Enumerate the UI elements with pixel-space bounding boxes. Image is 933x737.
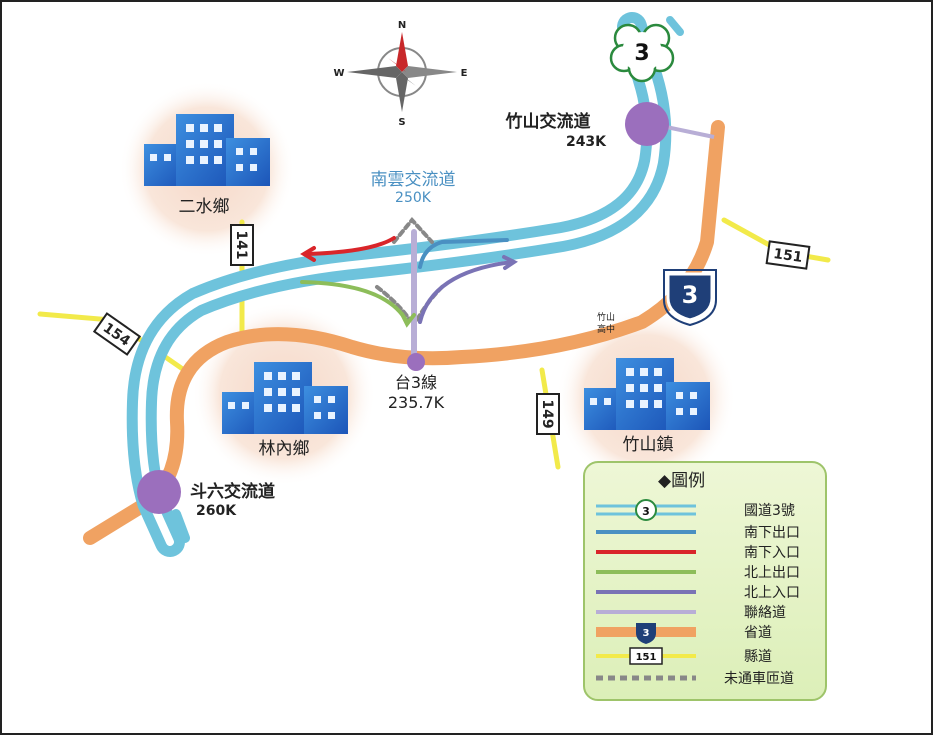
legend-county-shield-number: 151	[636, 652, 657, 663]
legend-label-freeway: 國道3號	[744, 503, 795, 519]
legend-swatch-provincial: 3	[596, 623, 696, 644]
county-shield-141-number: 141	[233, 230, 249, 259]
legend-label-unopened: 未通車匝道	[724, 670, 794, 687]
legend-label-provincial: 省道	[744, 625, 772, 641]
place-zhushan-high-1: 竹山	[597, 311, 615, 323]
zhushan-interchange-km: 243K	[566, 134, 607, 150]
compass-rose: N S W E	[333, 20, 467, 128]
compass-e: E	[461, 68, 468, 79]
unopened-ramp	[392, 216, 434, 244]
douliu-interchange-km: 260K	[196, 503, 237, 519]
place-zhushan-high-2: 高中	[597, 323, 615, 335]
freeway-3-number: 3	[634, 41, 649, 66]
legend-title: ◆圖例	[658, 471, 705, 491]
county-shield-149[interactable]: 149	[536, 393, 560, 435]
legend-label-southbound-entrance: 南下入口	[744, 545, 800, 561]
compass-w: W	[333, 68, 344, 79]
douliu-interchange-dot[interactable]	[137, 470, 181, 514]
tai3-name: 台3線	[395, 373, 437, 392]
county-shield-151-number: 151	[772, 246, 803, 266]
legend-provincial-shield-number: 3	[643, 628, 650, 639]
provincial-3-number: 3	[682, 281, 699, 309]
building-icon	[222, 362, 348, 434]
nanyun-interchange-km: 250K	[395, 190, 432, 206]
compass-s: S	[398, 117, 405, 128]
county-shield-141[interactable]: 141	[230, 224, 254, 266]
legend-freeway-shield-number: 3	[642, 505, 650, 518]
legend-label-northbound-entrance: 北上入口	[744, 585, 800, 601]
place-zhushan-town: 竹山鎮	[623, 435, 674, 455]
douliu-interchange-name: 斗六交流道	[190, 481, 275, 502]
legend-label-link-road: 聯絡道	[744, 605, 786, 621]
zhushan-interchange-dot[interactable]	[625, 102, 669, 146]
place-linnei: 林內鄉	[259, 439, 310, 459]
tai3-km: 235.7K	[388, 393, 445, 412]
county-shield-149-number: 149	[539, 399, 555, 428]
provincial-3-shield[interactable]: 3	[663, 269, 717, 327]
legend: ◆圖例 3 國道3號 南下出口 南下入口 北上出口 北上入口 聯絡道 3 省道 …	[583, 461, 827, 701]
county-shield-151[interactable]: 151	[765, 240, 811, 270]
legend-swatch-freeway: 3	[596, 499, 696, 521]
building-icon	[584, 358, 710, 430]
place-ershui: 二水鄉	[179, 197, 230, 217]
zhushan-interchange-name: 竹山交流道	[505, 111, 591, 132]
southbound-entrance	[305, 236, 396, 256]
building-icon	[144, 114, 270, 186]
tai3-junction-dot[interactable]	[407, 353, 425, 371]
nanyun-ramps	[300, 216, 518, 360]
compass-n: N	[398, 20, 406, 31]
southbound-exit	[418, 238, 509, 269]
northbound-entrance	[418, 260, 514, 324]
legend-label-county: 縣道	[744, 649, 772, 665]
nanyun-interchange-name: 南雲交流道	[371, 170, 456, 190]
freeway-3	[126, 12, 684, 557]
legend-label-northbound-exit: 北上出口	[744, 565, 800, 581]
freeway-3-shield[interactable]: 3	[609, 23, 675, 83]
provincial-road-3	[83, 120, 725, 545]
legend-label-southbound-exit: 南下出口	[744, 525, 800, 541]
unopened-ramp	[375, 285, 412, 322]
legend-swatch-county: 151	[596, 647, 696, 665]
